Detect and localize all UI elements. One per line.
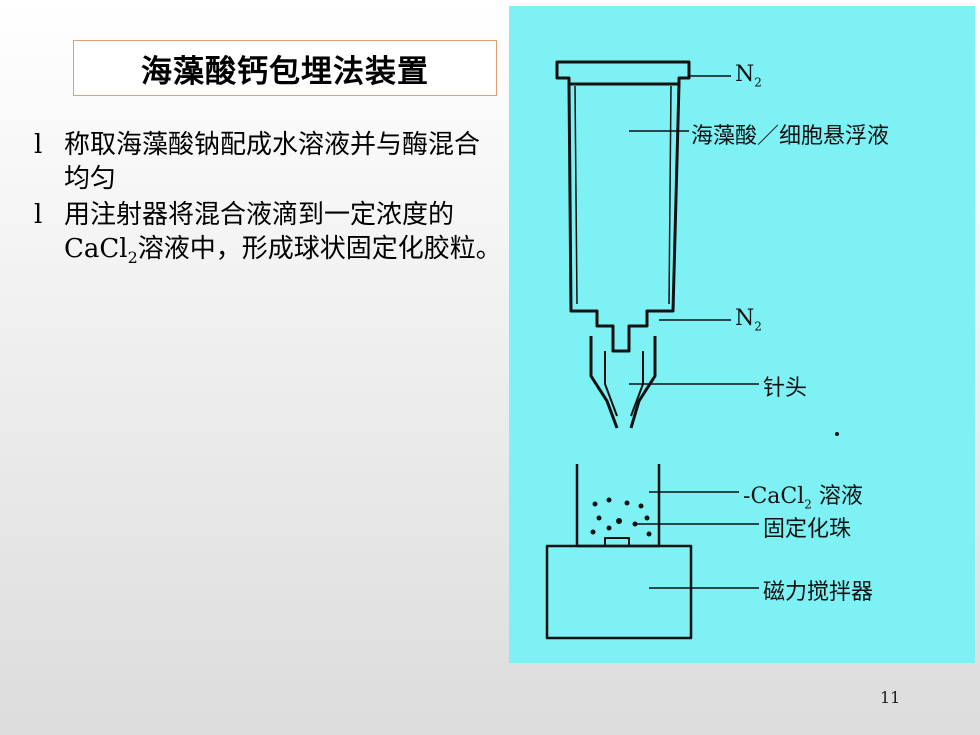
label-n2-top-sub: 2 [754,75,762,90]
title-box: 海藻酸钙包埋法装置 [73,40,497,96]
bullet-marker: l [34,200,43,230]
bullet-text: 用注射器将混合液滴到一定浓度的CaCl2溶液中，形成球状固定化胶粒。 [64,198,504,275]
stir-bar [604,537,630,547]
bead [616,518,622,524]
syringe-rim [555,60,691,86]
bullet-item: l 用注射器将混合液滴到一定浓度的CaCl2溶液中，形成球状固定化胶粒。 [34,198,504,275]
bead [592,501,598,507]
bead [646,531,652,537]
label-n2-mid: N2 [735,306,762,333]
slide-title: 海藻酸钙包埋法装置 [141,53,429,90]
apparatus-figure: N2 海藻酸／细胞悬浮液 N2 针头 -CaCl2 溶液 固定化珠 磁力搅拌器 [509,6,975,663]
bullet-text-after: 溶液中，形成球状固定化胶粒。 [137,234,502,264]
bullet-marker: l [34,130,43,160]
stirrer-box [545,544,693,640]
bead [624,500,630,506]
bead [590,529,596,535]
label-cacl2-suffix: 溶液 [818,484,863,509]
bead [644,515,650,521]
label-cacl2-prefix: CaCl [750,484,805,509]
label-beads: 固定化珠 [763,517,852,542]
bullet-text-before: 用注射器将混合液滴到一定浓度的CaCl [64,200,455,264]
bullet-subscript: 2 [127,248,138,268]
bullet-item: l 称取海藻酸钠配成水溶液并与酶混合均匀 [34,128,504,196]
bullet-text: 称取海藻酸钠配成水溶液并与酶混合均匀 [64,130,481,194]
label-cacl2: -CaCl2 溶液 [743,484,863,512]
syringe-inner [574,85,672,305]
bead [606,497,612,503]
bead [638,503,644,509]
bead [606,525,612,531]
beads-group [590,432,839,537]
label-n2-mid-sub: 2 [754,319,762,334]
apparatus-drawing [545,60,839,640]
label-n2-mid-text: N [735,306,755,331]
syringe-barrel [567,83,681,353]
label-needle: 针头 [763,376,808,401]
drop [835,432,839,436]
needle-body [589,336,657,429]
bullet-list: l 称取海藻酸钠配成水溶液并与酶混合均匀 l 用注射器将混合液滴到一定浓度的Ca… [34,128,504,277]
label-suspension: 海藻酸／细胞悬浮液 [691,124,890,149]
label-n2-top-text: N [735,62,755,87]
bead [596,515,602,521]
label-cacl2-sub: 2 [804,497,812,512]
page-number: 11 [880,688,901,707]
label-stirrer: 磁力搅拌器 [763,580,874,605]
label-n2-top: N2 [735,62,762,89]
leader-lines [629,75,759,589]
